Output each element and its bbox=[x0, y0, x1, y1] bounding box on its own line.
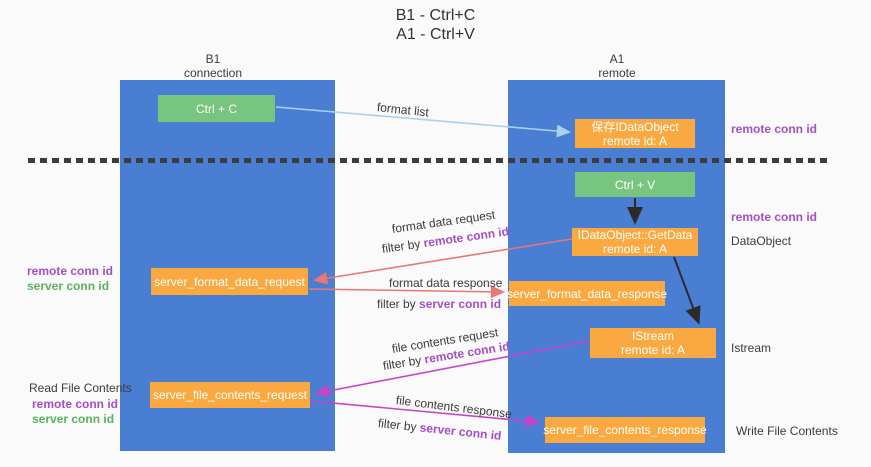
left-remote-conn-id-1: remote conn id bbox=[27, 264, 114, 278]
left-remote-conn-id-2: remote conn id bbox=[32, 397, 119, 411]
server-conn-id-text: server conn id bbox=[419, 420, 503, 443]
write-file-contents-label: Write File Contents bbox=[736, 424, 838, 438]
node-save-idataobject: 保存IDataObject remote id: A bbox=[575, 119, 695, 148]
right-remote-conn-id-2: remote conn id bbox=[731, 210, 818, 224]
filter-by-prefix: filter by bbox=[377, 416, 421, 435]
node-server-format-data-response: server_format_data_response bbox=[506, 281, 668, 306]
left-column-header: B1 connection bbox=[153, 52, 273, 80]
node-ctrl-c-label: Ctrl + C bbox=[195, 101, 237, 116]
node-server-format-data-request: server_format_data_request bbox=[151, 268, 308, 295]
node-idataobject-getdata-line2: remote id: A bbox=[602, 242, 668, 256]
right-column-header-line1: A1 bbox=[609, 52, 625, 66]
file-contents-response-filter-label: filter by server conn id bbox=[377, 416, 502, 443]
node-istream-line2: remote id: A bbox=[620, 343, 686, 357]
file-contents-response-label: file contents response bbox=[395, 393, 513, 422]
node-server-format-data-response-label: server_format_data_response bbox=[506, 286, 668, 301]
left-column-header-line1: B1 bbox=[205, 52, 221, 66]
filter-by-prefix: filter by bbox=[381, 352, 426, 373]
node-server-format-data-request-label: server_format_data_request bbox=[154, 274, 305, 289]
diagram-title-line2: A1 - Ctrl+V bbox=[396, 26, 475, 43]
left-server-conn-id-1: server conn id bbox=[27, 279, 110, 293]
node-istream: IStream remote id: A bbox=[590, 328, 716, 358]
right-column-header-line2: remote bbox=[598, 66, 636, 80]
dashed-separator-line bbox=[28, 158, 832, 163]
node-istream-line1: IStream bbox=[631, 329, 674, 343]
node-server-file-contents-response: server_file_contents_response bbox=[543, 417, 707, 443]
node-save-idataobject-line1: 保存IDataObject bbox=[591, 119, 679, 134]
server-conn-id-text: server conn id bbox=[419, 297, 502, 311]
right-column-header: A1 remote bbox=[557, 52, 677, 80]
diagram-title: B1 - Ctrl+C A1 - Ctrl+V bbox=[0, 6, 871, 44]
node-idataobject-getdata: IDataObject::GetData remote id: A bbox=[572, 228, 698, 256]
node-server-file-contents-request-label: server_file_contents_request bbox=[152, 388, 308, 402]
left-server-conn-id-2: server conn id bbox=[32, 412, 115, 426]
filter-by-prefix: filter by bbox=[381, 236, 425, 256]
right-remote-conn-id-1: remote conn id bbox=[731, 122, 818, 136]
node-ctrl-v: Ctrl + V bbox=[575, 172, 695, 197]
filter-by-prefix: filter by bbox=[377, 297, 420, 311]
format-data-response-filter-label: filter by server conn id bbox=[377, 297, 501, 311]
node-ctrl-c: Ctrl + C bbox=[158, 95, 275, 122]
diagram-title-line1: B1 - Ctrl+C bbox=[395, 7, 476, 24]
node-save-idataobject-line2: remote id: A bbox=[602, 133, 668, 148]
istream-side-label: Istream bbox=[731, 341, 772, 355]
format-list-label: format list bbox=[376, 100, 430, 120]
format-data-response-label: format data response bbox=[389, 276, 503, 290]
node-ctrl-v-label: Ctrl + V bbox=[614, 177, 656, 192]
node-server-file-contents-response-label: server_file_contents_response bbox=[543, 423, 707, 437]
read-file-contents-label: Read File Contents bbox=[29, 381, 132, 395]
dataobject-label: DataObject bbox=[731, 234, 792, 248]
left-column-header-line2: connection bbox=[183, 66, 243, 80]
node-idataobject-getdata-line1: IDataObject::GetData bbox=[577, 228, 693, 242]
node-server-file-contents-request: server_file_contents_request bbox=[150, 382, 310, 408]
